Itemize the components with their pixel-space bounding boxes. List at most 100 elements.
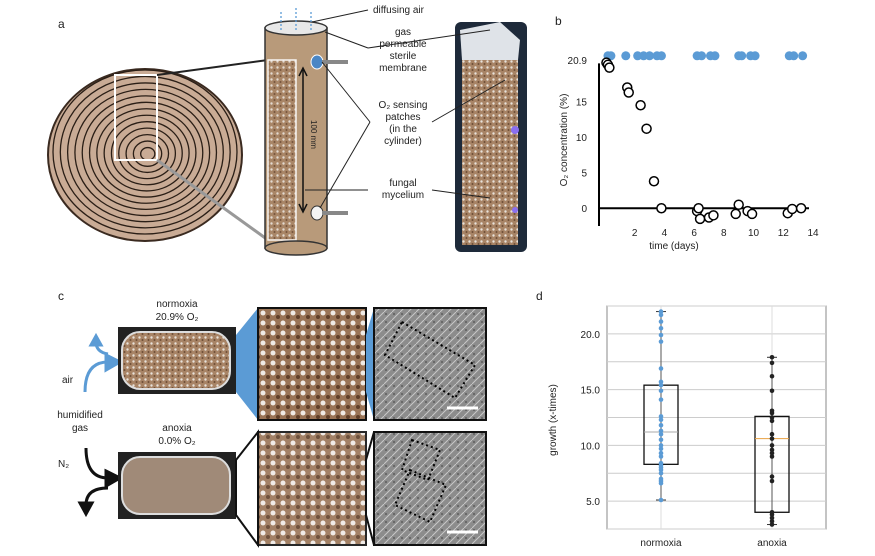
data-point-normoxia: [658, 388, 664, 394]
data-point-anoxia: [769, 450, 775, 456]
data-point-anoxia: [769, 436, 775, 441]
air-label: air: [62, 375, 74, 386]
x-tick-label: 4: [662, 228, 668, 239]
zoom-line: [156, 158, 269, 242]
data-point-anoxia: [795, 202, 807, 214]
x-tick-label: 14: [807, 228, 819, 239]
data-point-anoxia: [623, 87, 634, 98]
tree-ring: [88, 101, 204, 204]
data-point-normoxia: [658, 446, 664, 452]
y-tick-label: 15.0: [581, 386, 601, 397]
x-tick-label: 2: [632, 228, 638, 239]
data-point-anoxia: [769, 515, 775, 521]
data-point-anoxia: [604, 62, 615, 73]
data-point-anoxia: [769, 360, 775, 366]
tree-ring: [110, 121, 183, 186]
data-point-normoxia: [658, 454, 664, 459]
data-point-anoxia: [769, 447, 775, 453]
svg-text:humidified: humidified: [57, 410, 103, 421]
tree-ring: [74, 88, 218, 217]
data-point-normoxia: [658, 460, 664, 466]
data-point-normoxia: [658, 379, 664, 385]
label-sensing-patches: O₂ sensing patches (in the cylinder): [379, 100, 428, 147]
data-point-anoxia: [769, 431, 775, 437]
data-point-anoxia: [769, 454, 775, 459]
panel-label-a: a: [58, 17, 65, 31]
data-point-normoxia: [750, 51, 760, 61]
x-tick-label: 8: [721, 228, 727, 239]
data-point-anoxia: [769, 522, 775, 527]
label-mycelium: fungal mycelium: [382, 178, 424, 201]
tree-ring: [132, 140, 163, 167]
tree-ring: [125, 133, 170, 174]
data-point-normoxia: [658, 431, 664, 437]
data-point-anoxia: [769, 408, 775, 414]
data-point-anoxia: [746, 208, 758, 220]
data-point-anoxia: [769, 373, 775, 379]
data-point-normoxia: [658, 319, 664, 324]
svg-text:(in the: (in the: [389, 124, 417, 135]
data-point-normoxia: [658, 417, 664, 423]
anoxia-closeup: [257, 431, 367, 546]
data-point-anoxia: [769, 418, 775, 424]
data-point-anoxia: [635, 100, 646, 111]
tree-ring: [52, 69, 238, 235]
svg-text:20.9% O₂: 20.9% O₂: [156, 312, 199, 323]
data-point-anoxia: [708, 210, 719, 221]
data-point-anoxia: [769, 518, 775, 524]
y-tick-label: 20.0: [581, 330, 601, 341]
length-label: 100 mm: [309, 120, 318, 149]
y-tick-label: 0: [581, 204, 587, 215]
svg-text:mycelium: mycelium: [382, 190, 424, 201]
anoxia-sem-image: [373, 431, 487, 546]
humidified-gas-label: humidified gas: [57, 410, 103, 434]
callout-lines: [305, 9, 506, 209]
zoom-wedge: [236, 308, 258, 420]
normoxia-closeup: [257, 307, 367, 421]
data-point-normoxia: [789, 51, 799, 61]
svg-text:membrane: membrane: [379, 63, 427, 74]
data-point-normoxia: [798, 51, 808, 61]
chart-d-ylabel: growth (x-times): [548, 384, 559, 456]
y-tick-label: 15: [576, 98, 588, 109]
data-point-anoxia: [648, 176, 660, 187]
data-point-anoxia: [641, 123, 652, 134]
zoom-line: [156, 59, 269, 76]
y-tick-label: 20.9: [568, 56, 588, 67]
data-point-normoxia: [658, 414, 664, 419]
data-point-normoxia: [656, 51, 666, 61]
data-point-anoxia: [656, 202, 667, 214]
data-point-anoxia: [769, 474, 775, 479]
data-point-anoxia: [769, 415, 775, 420]
x-tick-label: normoxia: [640, 538, 682, 549]
chart-b-ylabel: O₂ concentration (%): [559, 94, 570, 187]
panel-label-c: c: [58, 289, 64, 303]
data-point-normoxia: [658, 339, 664, 344]
data-point-normoxia: [658, 428, 664, 434]
svg-text:permeable: permeable: [379, 39, 427, 50]
normoxia-sem-image: [373, 307, 487, 421]
svg-text:patches: patches: [385, 112, 420, 123]
tree-ring: [96, 108, 197, 198]
zoom-wedge: [235, 429, 259, 549]
data-point-normoxia: [658, 312, 664, 318]
zoom-wedge: [365, 431, 375, 546]
cylinder-photo: [455, 22, 527, 252]
data-point-normoxia: [658, 309, 664, 314]
tree-ring: [81, 95, 211, 211]
chart-b-xlabel: time (days): [649, 241, 698, 252]
data-point-normoxia: [658, 382, 664, 388]
data-point-normoxia: [658, 332, 664, 338]
x-tick-label: 6: [691, 228, 697, 239]
panel-label-d: d: [536, 289, 543, 303]
air-arrow: [83, 332, 124, 393]
data-point-normoxia: [697, 51, 707, 61]
data-point-normoxia: [645, 51, 655, 61]
n2-label: N₂: [58, 459, 69, 470]
data-point-normoxia: [658, 470, 664, 476]
x-tick-label: 10: [748, 228, 760, 239]
data-point-normoxia: [658, 437, 664, 443]
